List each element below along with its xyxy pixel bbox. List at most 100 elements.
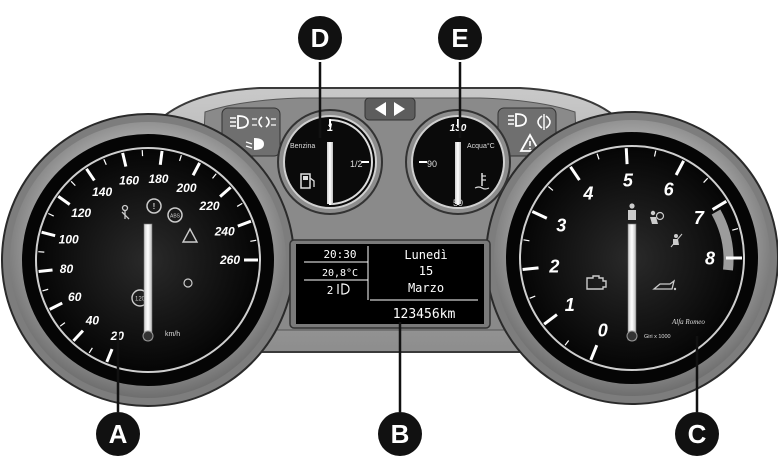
tachometer-minor-tick: [529, 295, 536, 299]
callout-c-label: C: [688, 419, 707, 449]
display-time: 20:30: [323, 248, 356, 261]
temperature-gauge: 130 Acqua°C 90 50: [405, 109, 511, 215]
turn-signal-icon: [375, 102, 405, 116]
fuel-gauge-arc: [329, 119, 373, 205]
speedometer-scale-label-120: 120: [71, 206, 91, 220]
callout-leaders: [116, 62, 699, 412]
speedometer-minor-tick: [250, 239, 257, 242]
tachometer-major-tick: [711, 200, 728, 211]
speedometer-minor-tick: [178, 155, 182, 162]
speedometer-scale-label-60: 60: [68, 290, 82, 304]
tachometer-major-tick: [569, 165, 581, 181]
temp-gauge-label: Acqua°C: [467, 142, 495, 150]
tachometer-minor-tick: [732, 228, 739, 231]
callout-a: A: [96, 412, 140, 456]
low-beam-icon: [245, 138, 264, 150]
display-temperature: 20,8°C: [322, 268, 358, 279]
speedometer-minor-tick: [42, 288, 49, 292]
speedometer-major-tick: [237, 219, 252, 228]
speedometer-minor-tick: [236, 202, 243, 207]
speedometer: 20406080100120140160180200220240260 ! AB…: [1, 113, 295, 407]
rear-fog-light-icon: [537, 114, 551, 130]
tachometer-minor-tick: [653, 150, 657, 157]
callout-b-label: B: [391, 419, 410, 449]
tachometer-scale-label-0: 0: [598, 321, 608, 341]
speedometer-scale-label-220: 220: [199, 199, 220, 213]
speedometer-major-tick: [158, 150, 164, 165]
tachometer-minor-tick: [564, 340, 570, 346]
callout-d: D: [298, 16, 342, 60]
speedometer-major-tick: [41, 230, 56, 238]
fuel-gauge: 1 Benzina 1/2: [277, 109, 383, 215]
tachometer-needle-hub: [626, 330, 638, 342]
tachometer-scale-label-7: 7: [694, 208, 705, 228]
speedometer-major-tick: [191, 162, 201, 176]
speedometer-needle-hub: [142, 330, 154, 342]
speedometer-minor-tick: [70, 180, 76, 187]
speedometer-minor-tick: [48, 212, 54, 217]
callout-d-label: D: [311, 23, 330, 53]
speedometer-needle: [143, 223, 153, 341]
tachometer-major-tick: [674, 160, 685, 176]
position-lights-icon: [252, 116, 276, 128]
display-odometer: 123456km: [393, 307, 456, 322]
speedometer-scale-label-240: 240: [214, 224, 235, 238]
passenger-airbag-off-icon: [670, 233, 683, 248]
speedometer-major-tick: [57, 195, 71, 206]
temp-mid-mark: 90: [427, 159, 437, 169]
tachometer-scale-label-4: 4: [582, 184, 593, 204]
speedometer-scale-label-160: 160: [119, 173, 139, 187]
trip-computer-display: 20:30 20,8°C 2 Lunedì 15 Marzo 123456km: [289, 239, 491, 329]
tachometer-scale-label-5: 5: [623, 170, 634, 190]
temp-top-mark: 130: [450, 123, 467, 134]
high-beam-icon: [508, 113, 527, 127]
tachometer-minor-tick: [547, 186, 554, 191]
turn-signal-panel: [364, 97, 416, 121]
seatbelt-warning-icon: [121, 204, 130, 220]
speedometer-major-tick: [49, 301, 63, 311]
speedometer-scale-label-140: 140: [92, 185, 112, 199]
esp-warning-icon: [181, 227, 199, 243]
speedometer-scale-label-180: 180: [148, 172, 168, 186]
callout-c: C: [675, 412, 719, 456]
speedometer-ticks: [38, 150, 258, 363]
tachometer-major-tick: [589, 344, 599, 361]
headlight-level-icon: [337, 283, 350, 295]
display-day: Lunedì: [404, 248, 447, 262]
speedometer-major-tick: [38, 268, 53, 273]
coolant-temperature-icon: [474, 173, 490, 190]
fuel-half-mark: 1/2: [350, 159, 363, 169]
speedometer-scale-label-200: 200: [175, 181, 196, 195]
speedometer-unit: km/h: [165, 331, 180, 338]
speedometer-scale-label-260: 260: [219, 253, 240, 267]
svg-text:ABS: ABS: [170, 214, 181, 220]
tachometer-needle: [627, 223, 637, 341]
tachometer-scale-label-8: 8: [705, 248, 715, 268]
speedometer-minor-tick: [212, 173, 217, 179]
display-gear: 2: [327, 284, 334, 297]
tachometer-ticks: [522, 148, 742, 361]
speedometer-major-tick: [219, 186, 232, 198]
speedometer-scale-label-80: 80: [60, 262, 74, 276]
speedometer-major-tick: [105, 348, 114, 363]
display-month: Marzo: [408, 281, 444, 295]
fuel-gauge-label: Benzina: [290, 143, 315, 150]
svg-text:!: !: [153, 202, 156, 211]
speedometer-scale: 20406080100120140160180200220240260: [59, 172, 241, 343]
speedometer-major-tick: [85, 167, 96, 182]
tachometer-major-tick: [531, 210, 548, 220]
callout-a-label: A: [109, 419, 128, 449]
tachometer-minor-tick: [523, 239, 530, 242]
speedometer-major-tick: [72, 329, 85, 342]
display-screen: [296, 244, 484, 324]
tachometer-scale-label-1: 1: [565, 295, 575, 315]
engine-check-icon: [586, 275, 607, 290]
abs-warning-icon: ABS: [167, 207, 183, 223]
tachometer-brand: Alfa Romeo: [671, 318, 705, 326]
display-date: 15: [419, 264, 433, 278]
tachometer-major-tick: [522, 266, 539, 271]
airbag-warning-icon: [650, 210, 665, 224]
